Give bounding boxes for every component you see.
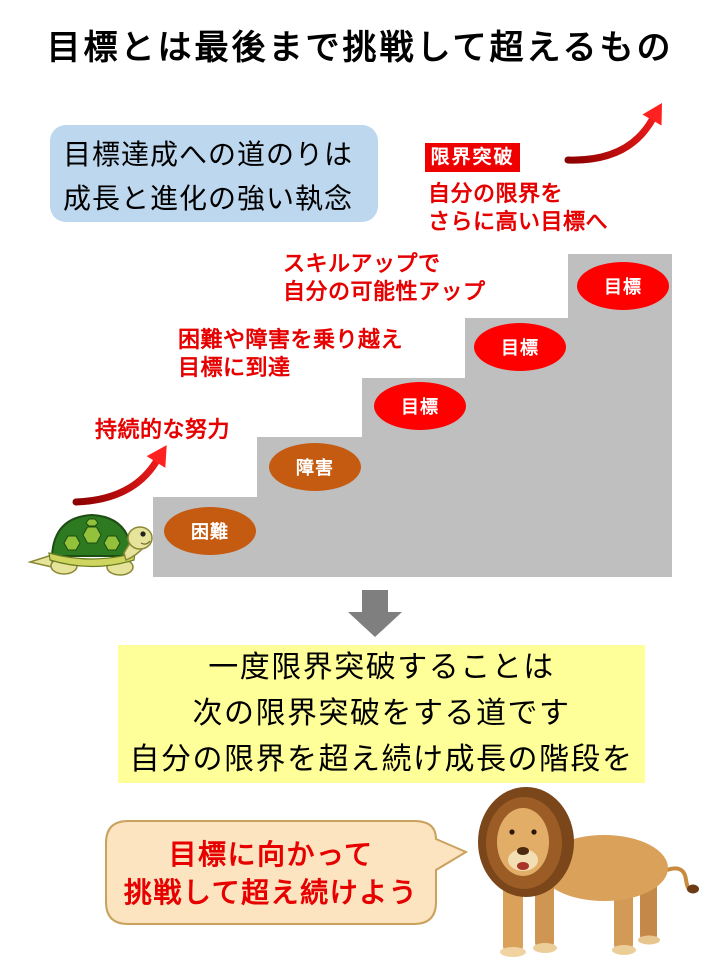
lion-eye [509, 829, 515, 835]
speech-bubble-text: 目標に向かって 挑戦して超え続けよう [106, 836, 436, 912]
skill-up-line: スキルアップで [283, 252, 441, 277]
intro-line: 成長と進化の強い執念 [63, 182, 354, 215]
step-oval-difficulty: 困難 [164, 507, 256, 555]
breakthrough-line: さらに高い目標へ [428, 210, 609, 235]
lion-nose [517, 847, 529, 855]
step-oval-obstacle: 障害 [269, 443, 361, 491]
turtle-eye [140, 531, 146, 537]
turtle-head [127, 526, 153, 550]
overcome-annotation: 困難や障害を乗り越え 目標に到達 [178, 327, 403, 383]
breakthrough-text: 自分の限界を さらに高い目標へ [428, 181, 608, 237]
intro-line: 目標達成への道のりは [63, 138, 354, 171]
lion-illustration [478, 787, 699, 957]
effort-annotation: 持続的な努力 [95, 418, 231, 443]
turtle-shell-plate [103, 535, 121, 551]
effort-arrow-icon [72, 445, 167, 506]
lion-paw [638, 935, 660, 945]
turtle-tail [27, 553, 53, 568]
step-oval-goal-3: 目標 [577, 262, 669, 310]
breakthrough-line: 自分の限界を [428, 182, 564, 207]
skill-up-annotation: スキルアップで 自分の可能性アップ [283, 251, 486, 307]
lion-paw [533, 943, 557, 953]
step-label: 目標 [401, 397, 439, 418]
speech-bubble [105, 820, 469, 925]
lion-eye [531, 829, 537, 835]
lion-tail-tuft [687, 884, 699, 894]
step-label: 困難 [191, 522, 229, 543]
turtle-mouth [140, 540, 151, 545]
page-title: 目標とは最後まで挑戦して超えるもの [46, 28, 674, 68]
summary-box: 一度限界突破することは 次の限界突破をする道です 自分の限界を超え続け成長の階段… [118, 645, 645, 783]
skill-up-line: 自分の可能性アップ [283, 280, 486, 305]
step-label: 目標 [604, 277, 642, 298]
speech-bubble-line: 挑戦して超え続けよう [123, 876, 419, 909]
effort-arrow-head [146, 445, 167, 468]
overcome-line: 目標に到達 [178, 356, 291, 381]
summary-line: 一度限界突破することは [208, 650, 555, 685]
step-oval-goal-1: 目標 [374, 382, 466, 430]
breakthrough-arrow-head [642, 103, 662, 126]
lion-front-leg [503, 878, 523, 954]
summary-line: 次の限界突破をする道です [192, 696, 571, 731]
intro-box: 目標達成への道のりは 成長と進化の強い執念 [50, 125, 378, 222]
overcome-line: 困難や障害を乗り越え [178, 328, 404, 353]
lion-front-leg [535, 878, 554, 950]
lion-paw [500, 947, 526, 957]
turtle-shell-plate [82, 526, 102, 544]
summary-line: 自分の限界を超え続け成長の階段を [129, 742, 634, 777]
lion-paw [612, 945, 636, 955]
breakthrough-arrow-icon [564, 103, 662, 164]
speech-bubble-line: 目標に向かって [168, 838, 374, 871]
breakthrough-arrow-shaft [564, 116, 656, 164]
turtle-shell-rim [48, 552, 136, 568]
effort-arrow-shaft [72, 458, 160, 506]
turtle-shell-plate [63, 535, 81, 551]
lion-mouth [517, 862, 529, 870]
step-oval-goal-2: 目標 [474, 323, 566, 371]
breakthrough-badge: 限界突破 [425, 143, 520, 172]
step-label: 目標 [501, 338, 539, 359]
turtle-shell-plate [85, 518, 99, 527]
step-label: 障害 [296, 458, 334, 479]
down-arrow-icon [348, 590, 402, 637]
lion-muzzle [508, 849, 538, 871]
turtle-illustration [27, 513, 153, 576]
